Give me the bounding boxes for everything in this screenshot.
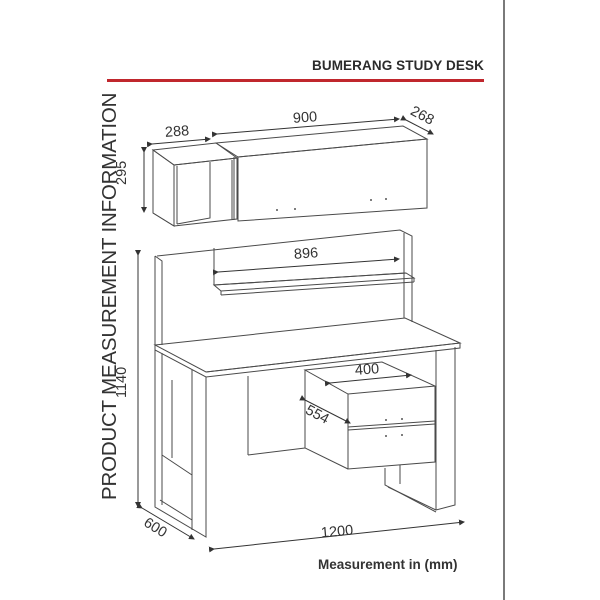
dim-drawer-width: 400 [354, 361, 380, 379]
right-leg-drawing [384, 347, 456, 513]
open-wall-shelf-drawing [151, 142, 239, 227]
left-leg-drawing [154, 350, 207, 538]
drawer-unit-drawing [247, 361, 437, 470]
wall-cabinet-drawing [214, 125, 429, 222]
handle-dots [276, 198, 403, 437]
dim-desk-width: 1200 [320, 522, 354, 542]
product-title: BUMERANG STUDY DESK [312, 58, 484, 73]
measurement-unit-note: Measurement in (mm) [318, 557, 458, 572]
dim-wall-cabinet-width: 900 [292, 109, 318, 127]
dimension-lines [135, 115, 465, 553]
desk-top-drawing [153, 317, 462, 378]
dim-desk-height: 1140 [114, 366, 130, 398]
dim-small-shelf-width: 288 [164, 123, 190, 141]
dim-hutch-shelf-width: 896 [293, 245, 319, 263]
dim-wall-unit-height: 295 [114, 160, 130, 185]
hutch-drawing [154, 229, 416, 345]
page-border-line [503, 0, 505, 600]
title-underline [107, 79, 484, 82]
